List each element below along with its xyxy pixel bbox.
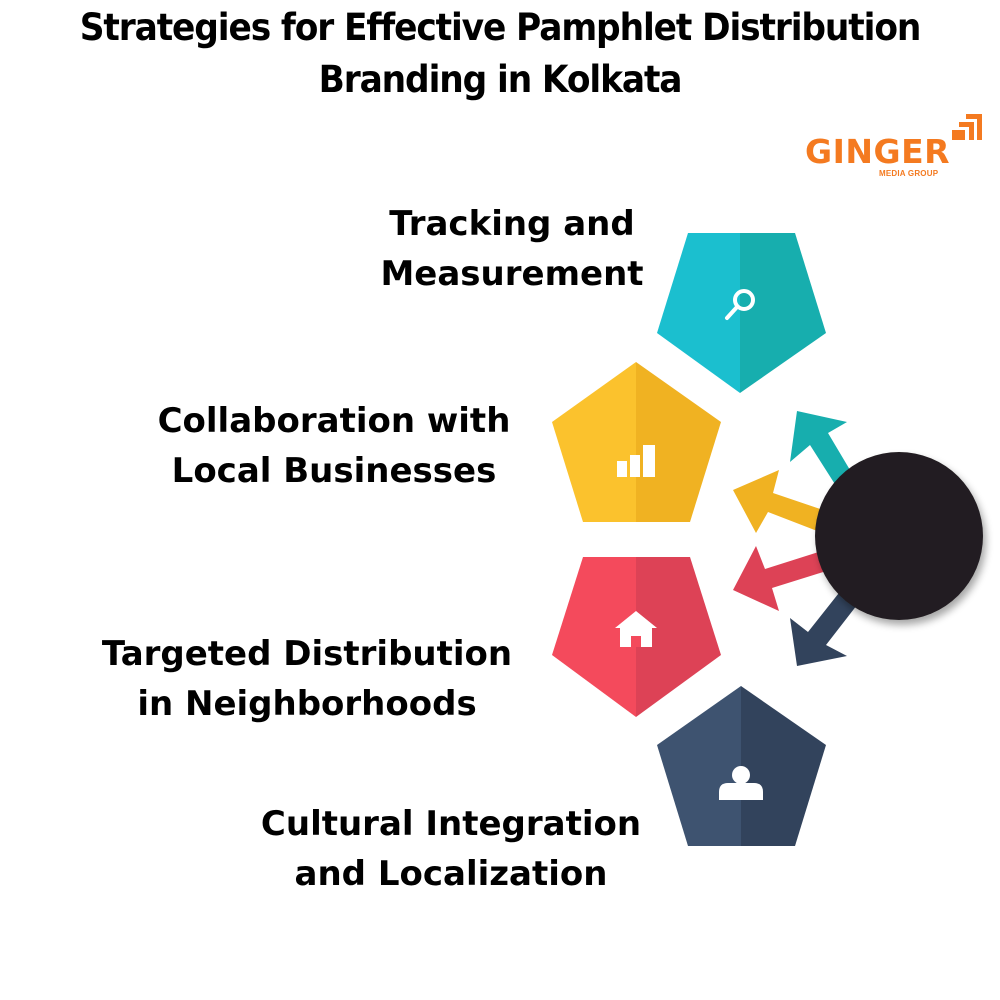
user-icon (719, 766, 763, 800)
pentagon-collaboration (552, 362, 721, 522)
ginger-media-group-logo: GINGER MEDIA GROUP (805, 112, 985, 182)
logo-mark-icon (952, 114, 982, 140)
center-circle (815, 452, 983, 620)
strategy-label-collaboration: Collaboration with Local Businesses (158, 396, 511, 496)
title-line-1: Strategies for Effective Pamphlet Distri… (79, 6, 922, 49)
pentagon-tracking (657, 233, 826, 393)
pentagon-cultural (657, 686, 826, 846)
home-icon (615, 611, 657, 647)
strategy-label-tracking: Tracking and Measurement (380, 199, 643, 299)
label-line: Tracking and (389, 204, 635, 244)
label-line: Targeted Distribution (101, 634, 513, 674)
logo-subtitle: MEDIA GROUP (879, 169, 939, 178)
label-line: in Neighborhoods (137, 684, 477, 724)
label-line: Measurement (380, 254, 644, 294)
page-title: Strategies for Effective Pamphlet Distri… (35, 2, 965, 106)
logo-wordmark: GINGER (805, 132, 951, 171)
label-line: Collaboration with (157, 401, 511, 441)
strategy-label-cultural: Cultural Integration and Localization (261, 799, 641, 899)
arrow-navy (790, 584, 864, 666)
arrow-red (733, 546, 836, 611)
arrow-yellow (733, 470, 832, 534)
pentagon-targeted (552, 557, 721, 717)
search-icon (725, 289, 755, 320)
label-line: and Localization (294, 854, 608, 894)
strategy-label-targeted: Targeted Distribution in Neighborhoods (102, 629, 512, 729)
label-line: Cultural Integration (260, 804, 642, 844)
label-line: Local Businesses (171, 451, 497, 491)
bar-chart-icon (617, 445, 655, 477)
title-line-2: Branding in Kolkata (318, 58, 683, 101)
